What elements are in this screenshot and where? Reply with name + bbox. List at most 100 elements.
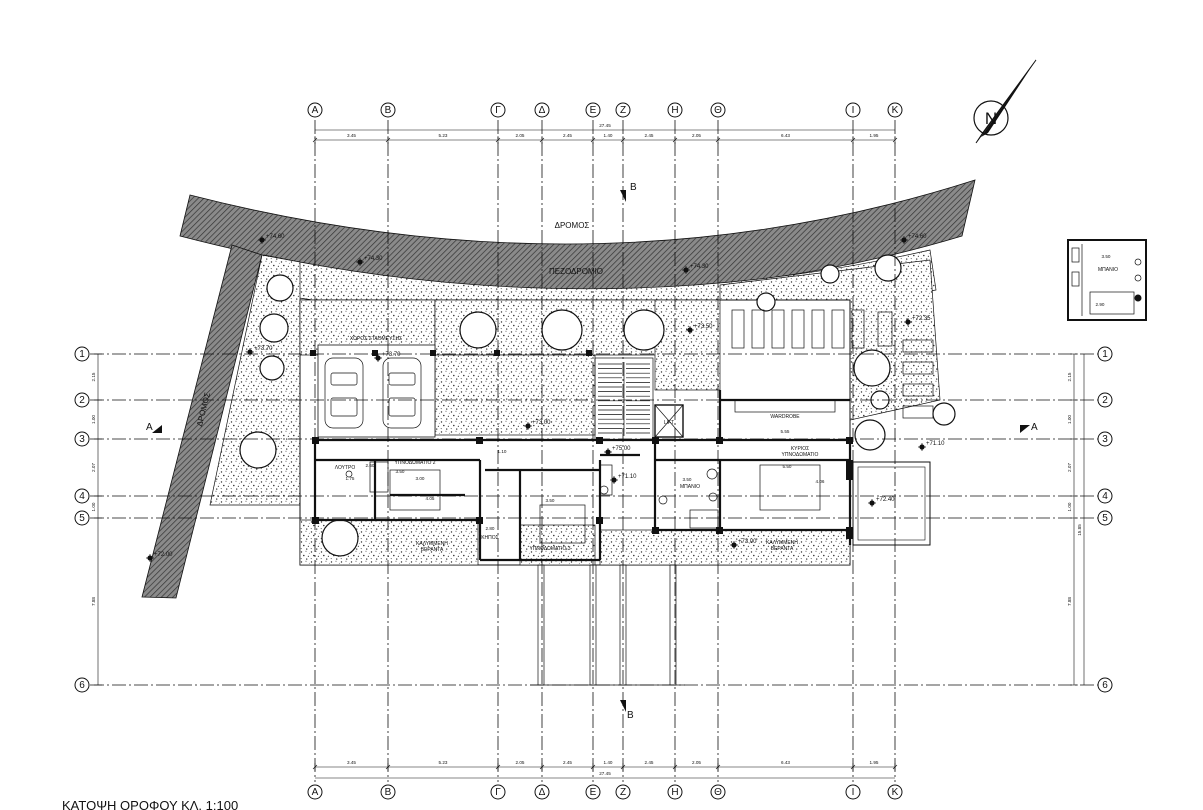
grid-bubble-row [1097, 488, 1113, 504]
section-marker-b-bottom: B [620, 700, 634, 721]
grid-lines [90, 120, 1098, 782]
grid-bubble-column-label: Ζ [620, 105, 626, 116]
parking-area [317, 344, 436, 438]
dimension-value: 3.45 [347, 760, 356, 765]
section-marker-a-left: A [146, 422, 162, 433]
grid-bubble-column [380, 102, 396, 118]
pergola-beams [530, 564, 685, 686]
road-top-label: ΔΡΟΜΟΣ [555, 221, 590, 230]
inner-dimensions: 3.50 1.75 3.00 4.05 3.50 5.50 5.55 3.50 … [346, 429, 825, 531]
grid-bubble-row [74, 677, 90, 693]
dimension-value: 2.45 [563, 133, 572, 138]
dimension-value: 2.15 [1067, 372, 1072, 381]
wc-label: ΛΟΥΤΡΟ [335, 465, 356, 471]
veranda-left-label-2: ΒΕΡΑΝΤΑ [421, 547, 444, 553]
dimension-value: 7.88 [1067, 597, 1072, 606]
inner-dim: 1.75 [346, 476, 355, 481]
tree [541, 309, 583, 351]
grid-bubble-column-label: Ε [590, 105, 597, 116]
grid-bubble-column-label: Η [671, 787, 678, 798]
grid-bubble-column-label: Θ [714, 105, 722, 116]
dimension-value: 6.43 [781, 133, 790, 138]
master-bedroom-label-2: ΥΠΝΟΔΩΜΑΤΙΟ [782, 452, 819, 458]
inner-dim: 3.50 [546, 498, 555, 503]
bathroom-detail-label: ΜΠΑΝΙΟ [1098, 267, 1118, 273]
inner-dim: 3.50 [683, 477, 692, 482]
grid-bubble-column-label: Β [385, 787, 392, 798]
grid-bubble-column-label: Ζ [620, 787, 626, 798]
grid-bubble-row-label: 3 [1102, 434, 1108, 445]
dimension-value: 1.00 [91, 502, 96, 511]
level-value: +74.60 [908, 234, 927, 240]
level-markers: +74.60+74.30+73.70+73.70+74.30+73.50+72.… [146, 234, 945, 562]
grid-bubble-row-label: 1 [79, 349, 85, 360]
bedroom3-label: ΥΠΝΟΔΩΜΑΤΙΟ 3 [529, 546, 570, 552]
grid-bubble-column [534, 784, 550, 800]
grid-bubble-column [710, 784, 726, 800]
section-a-label: A [146, 422, 153, 433]
grid-bubble-row [74, 346, 90, 362]
level-value: +73.00 [532, 420, 551, 426]
grid-bubble-row [1097, 346, 1113, 362]
grid-bubble-column-label: Κ [892, 105, 899, 116]
garden-label: ΚΗΠΟΣ [481, 535, 499, 541]
grid-bubble-column [845, 102, 861, 118]
dimension-value: 1.00 [1067, 415, 1072, 424]
balcony-right-inner [857, 466, 926, 541]
section-b-label: B [627, 710, 634, 721]
furniture [345, 399, 836, 544]
inner-dim: 3.50 [396, 469, 405, 474]
tree [259, 313, 289, 343]
grid-bubble-row-label: 2 [1102, 395, 1108, 406]
wardrobe-label: WARDROBE [770, 414, 800, 420]
dimension-value: 2.45 [563, 760, 572, 765]
inner-dim: 5.55 [781, 429, 790, 434]
grid-bubble-row-label: 3 [79, 434, 85, 445]
tree [932, 402, 956, 426]
level-value: +72.00 [154, 552, 173, 558]
section-marker-b-top: B [620, 182, 637, 202]
gravel-parking-side [434, 354, 596, 436]
gravel-veranda-right [599, 529, 851, 566]
dimension-value: 2.45 [645, 133, 654, 138]
dimension-total: 27.45 [599, 771, 611, 776]
bathroom-label: ΜΠΑΝΙΟ [680, 484, 700, 490]
grid-bubble-column-label: Ι [852, 105, 855, 116]
grid-bubble-column [307, 784, 323, 800]
grid-bubble-column-label: Β [385, 105, 392, 116]
grid-bubble-column [615, 102, 631, 118]
level-value: +73.70 [382, 352, 401, 358]
grid-bubble-column-label: Δ [539, 105, 546, 116]
grid-bubble-column [710, 102, 726, 118]
dimension-value: 2.07 [91, 463, 96, 472]
level-value: +74.30 [690, 264, 709, 270]
gravel-right-block [654, 299, 721, 391]
grid-bubble-column [534, 102, 550, 118]
trees [239, 254, 956, 557]
bedroom2-label: ΥΠΝΟΔΩΜΑΤΙΟ 2 [394, 460, 435, 466]
inner-dim: 4.06 [816, 479, 825, 484]
dimension-value: 1.95 [870, 133, 879, 138]
sidewalk-label: ΠΕΖΟΔΡΟΜΙΟ [549, 267, 603, 276]
grid-bubble-column [667, 102, 683, 118]
grid-bubble-column [887, 784, 903, 800]
tree [239, 431, 277, 469]
grid-bubble-column-label: Κ [892, 787, 899, 798]
tree [459, 311, 497, 349]
grid-bubble-column [380, 784, 396, 800]
dimension-value: 7.88 [91, 597, 96, 606]
grid-bubble-row-label: 2 [79, 395, 85, 406]
dimension-value: 2.15 [91, 372, 96, 381]
grid-bubble-row [1097, 392, 1113, 408]
veranda-right-label-2: ΒΕΡΑΝΤΑ [771, 546, 794, 552]
tree [874, 254, 902, 282]
balcony-right [852, 461, 931, 546]
tree [820, 264, 840, 284]
grid-bubble-row-label: 5 [1102, 513, 1108, 524]
grid-bubble-row-label: 4 [79, 491, 85, 502]
grid-bubble-row [74, 510, 90, 526]
dimension-total: 15.85 [1077, 524, 1082, 536]
inner-dim: 2.60 [366, 463, 375, 468]
